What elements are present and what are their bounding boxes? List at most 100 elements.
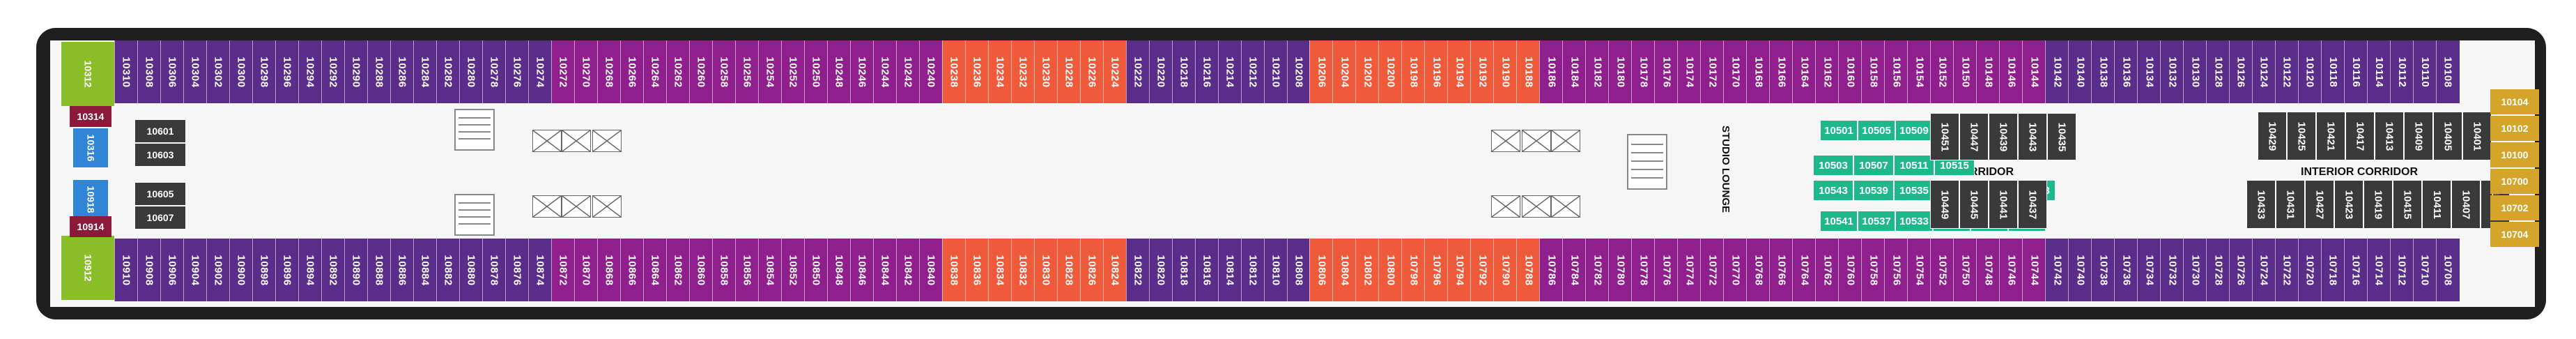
cabin-10848[interactable]: 10848	[826, 239, 851, 301]
cabin-10238[interactable]: 10238	[941, 40, 966, 103]
cabin-10866[interactable]: 10866	[619, 239, 644, 301]
cabin-10712[interactable]: 10712	[2390, 239, 2414, 301]
cabin-10110[interactable]: 10110	[2413, 40, 2437, 103]
cabin-10768[interactable]: 10768	[1746, 239, 1771, 301]
cabin-10206[interactable]: 10206	[1309, 40, 1334, 103]
cabin-10718[interactable]: 10718	[2321, 239, 2345, 301]
cabin-10533[interactable]: 10533	[1895, 211, 1933, 232]
cabin-10132[interactable]: 10132	[2160, 40, 2184, 103]
cabin-10419[interactable]: 10419	[2363, 180, 2393, 229]
cabin-10302[interactable]: 10302	[206, 40, 230, 103]
cabin-10842[interactable]: 10842	[895, 239, 920, 301]
cabin-10846[interactable]: 10846	[849, 239, 874, 301]
cabin-10812[interactable]: 10812	[1240, 239, 1265, 301]
cabin-10732[interactable]: 10732	[2160, 239, 2184, 301]
cabin-10294[interactable]: 10294	[298, 40, 322, 103]
cabin-10290[interactable]: 10290	[344, 40, 368, 103]
cabin-10766[interactable]: 10766	[1769, 239, 1794, 301]
cabin-10784[interactable]: 10784	[1562, 239, 1587, 301]
cabin-10180[interactable]: 10180	[1608, 40, 1633, 103]
cabin-10425[interactable]: 10425	[2287, 112, 2316, 160]
cabin-10164[interactable]: 10164	[1792, 40, 1817, 103]
cabin-10752[interactable]: 10752	[1930, 239, 1954, 301]
cabin-10794[interactable]: 10794	[1447, 239, 1472, 301]
cabin-10876[interactable]: 10876	[504, 239, 529, 301]
cabin-10276[interactable]: 10276	[504, 40, 529, 103]
cabin-10246[interactable]: 10246	[849, 40, 874, 103]
cabin-10116[interactable]: 10116	[2344, 40, 2368, 103]
cabin-10449[interactable]: 10449	[1930, 180, 1959, 229]
cabin-10144[interactable]: 10144	[2022, 40, 2046, 103]
cabin-10170[interactable]: 10170	[1723, 40, 1748, 103]
cabin-10774[interactable]: 10774	[1677, 239, 1702, 301]
cabin-10194[interactable]: 10194	[1447, 40, 1472, 103]
cabin-10607[interactable]: 10607	[135, 206, 185, 229]
cabin-10818[interactable]: 10818	[1171, 239, 1196, 301]
cabin-10218[interactable]: 10218	[1171, 40, 1196, 103]
cabin-10447[interactable]: 10447	[1959, 113, 1989, 160]
cabin-10724[interactable]: 10724	[2252, 239, 2276, 301]
cabin-10756[interactable]: 10756	[1884, 239, 1908, 301]
cabin-10178[interactable]: 10178	[1631, 40, 1656, 103]
cabin-10824[interactable]: 10824	[1102, 239, 1127, 301]
cabin-10786[interactable]: 10786	[1539, 239, 1564, 301]
cabin-10212[interactable]: 10212	[1240, 40, 1265, 103]
cabin-10278[interactable]: 10278	[481, 40, 506, 103]
cabin-10445[interactable]: 10445	[1959, 180, 1989, 229]
cabin-10304[interactable]: 10304	[183, 40, 207, 103]
cabin-10716[interactable]: 10716	[2344, 239, 2368, 301]
cabin-10138[interactable]: 10138	[2091, 40, 2115, 103]
cabin-10892[interactable]: 10892	[321, 239, 345, 301]
cabin-10772[interactable]: 10772	[1700, 239, 1725, 301]
cabin-10182[interactable]: 10182	[1585, 40, 1610, 103]
cabin-10702[interactable]: 10702	[2490, 195, 2539, 220]
cabin-10120[interactable]: 10120	[2298, 40, 2322, 103]
cabin-10316[interactable]: 10316	[73, 128, 108, 167]
cabin-10868[interactable]: 10868	[596, 239, 621, 301]
cabin-10860[interactable]: 10860	[688, 239, 713, 301]
cabin-10190[interactable]: 10190	[1493, 40, 1518, 103]
cabin-10154[interactable]: 10154	[1907, 40, 1931, 103]
cabin-10314[interactable]: 10314	[70, 106, 111, 127]
cabin-10884[interactable]: 10884	[412, 239, 437, 301]
cabin-10898[interactable]: 10898	[252, 239, 276, 301]
cabin-10443[interactable]: 10443	[2018, 113, 2047, 160]
cabin-10439[interactable]: 10439	[1989, 113, 2018, 160]
cabin-10896[interactable]: 10896	[275, 239, 299, 301]
cabin-10280[interactable]: 10280	[458, 40, 483, 103]
cabin-10720[interactable]: 10720	[2298, 239, 2322, 301]
cabin-10730[interactable]: 10730	[2183, 239, 2207, 301]
cabin-10405[interactable]: 10405	[2433, 112, 2462, 160]
cabin-10880[interactable]: 10880	[458, 239, 483, 301]
cabin-10156[interactable]: 10156	[1884, 40, 1908, 103]
cabin-10511[interactable]: 10511	[1894, 155, 1934, 176]
cabin-10822[interactable]: 10822	[1125, 239, 1150, 301]
cabin-10742[interactable]: 10742	[2045, 239, 2069, 301]
cabin-10918[interactable]: 10918	[73, 180, 108, 219]
cabin-10260[interactable]: 10260	[688, 40, 713, 103]
cabin-10274[interactable]: 10274	[527, 40, 552, 103]
cabin-10762[interactable]: 10762	[1815, 239, 1840, 301]
cabin-10186[interactable]: 10186	[1539, 40, 1564, 103]
cabin-10505[interactable]: 10505	[1858, 120, 1895, 141]
cabin-10788[interactable]: 10788	[1516, 239, 1541, 301]
cabin-10108[interactable]: 10108	[2436, 40, 2460, 103]
cabin-10104[interactable]: 10104	[2490, 89, 2539, 114]
cabin-10230[interactable]: 10230	[1033, 40, 1058, 103]
cabin-10220[interactable]: 10220	[1148, 40, 1173, 103]
cabin-10174[interactable]: 10174	[1677, 40, 1702, 103]
cabin-10820[interactable]: 10820	[1148, 239, 1173, 301]
cabin-10541[interactable]: 10541	[1820, 211, 1858, 232]
cabin-10122[interactable]: 10122	[2275, 40, 2299, 103]
cabin-10708[interactable]: 10708	[2436, 239, 2460, 301]
cabin-10415[interactable]: 10415	[2393, 180, 2422, 229]
cabin-10198[interactable]: 10198	[1401, 40, 1426, 103]
cabin-10800[interactable]: 10800	[1378, 239, 1403, 301]
cabin-10828[interactable]: 10828	[1056, 239, 1081, 301]
cabin-10272[interactable]: 10272	[550, 40, 575, 103]
cabin-10435[interactable]: 10435	[2047, 113, 2076, 160]
cabin-10816[interactable]: 10816	[1194, 239, 1219, 301]
cabin-10208[interactable]: 10208	[1286, 40, 1311, 103]
cabin-10890[interactable]: 10890	[344, 239, 368, 301]
cabin-10292[interactable]: 10292	[321, 40, 345, 103]
